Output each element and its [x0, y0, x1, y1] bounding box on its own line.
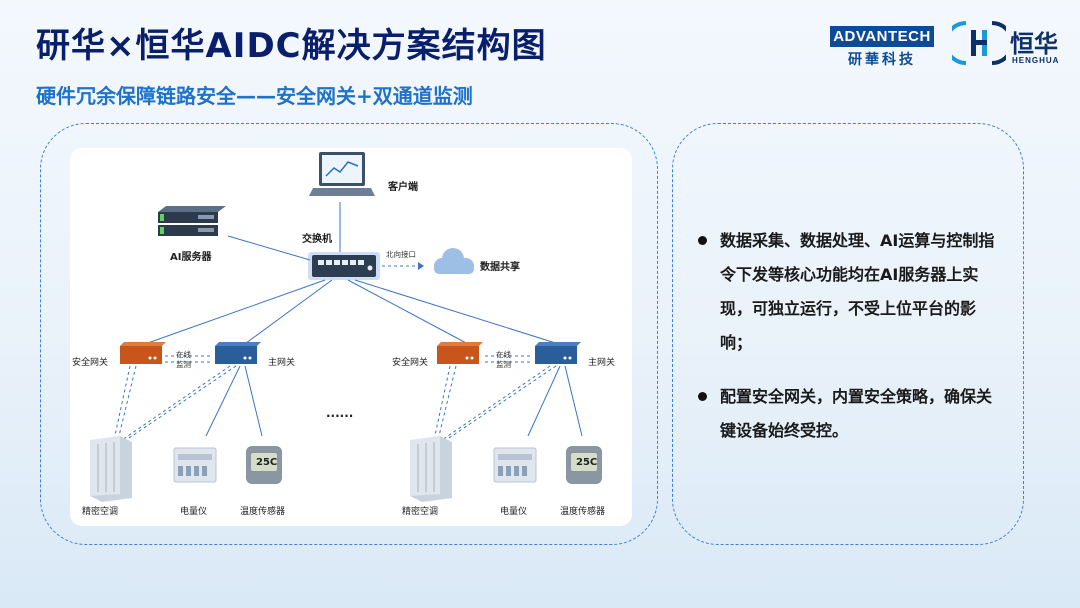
device-ac-2-label: 精密空调 [402, 507, 439, 517]
main-gateway-1-label: 主网关 [268, 358, 296, 368]
switch-label: 交换机 [302, 234, 332, 245]
cloud-icon [434, 248, 474, 274]
ellipsis-label: ...... [326, 406, 354, 420]
bullet-item: 配置安全网关，内置安全策略，确保关键设备始终受控。 [698, 380, 998, 448]
data-share-label: 数据共享 [480, 262, 520, 273]
device-meter-1-label: 电量仪 [180, 507, 208, 517]
device-ac-1-label: 精密空调 [82, 507, 119, 517]
henghua-logo: 恒华 HENGHUA [944, 18, 1062, 68]
laptop-icon [309, 152, 375, 196]
online-monitor-2-label: 在线 监测 [496, 350, 511, 369]
online-monitor-1-label: 在线 监测 [176, 350, 191, 369]
sensor-1-reading: 25C [256, 457, 278, 468]
ai-server-label: AI服务器 [170, 252, 212, 263]
main-gateway-2-label: 主网关 [588, 358, 616, 368]
precision-ac-2-icon [410, 436, 452, 502]
main-gateway-2-icon [535, 342, 581, 364]
henghua-logo-cn: 恒华 [1010, 30, 1058, 58]
connection-lines [144, 202, 583, 437]
temperature-sensor-2-icon [566, 446, 602, 484]
network-diagram: 客户端 交换机 AI服务器 北向接口 数据共享 ...... 安全网关 主网关 … [70, 148, 632, 526]
bullet-list: 数据采集、数据处理、AI运算与控制指令下发等核心功能均在AI服务器上实现，可独立… [698, 224, 998, 468]
page-title: 研华×恒华AIDC解决方案结构图 [36, 26, 547, 66]
main-gateway-1-icon [215, 342, 261, 364]
power-meter-2-icon [493, 447, 537, 483]
security-gateway-2-icon [437, 342, 483, 364]
precision-ac-1-icon [90, 436, 132, 502]
diagram-frame [40, 123, 658, 545]
security-gateway-1-icon [120, 342, 166, 364]
bullet-dot-icon [698, 236, 707, 245]
bullets-frame [672, 123, 1024, 545]
switch-icon [308, 252, 380, 280]
power-meter-1-icon [173, 447, 217, 483]
advantech-logo-text: ADVANTECH [830, 26, 934, 47]
device-sensor-2-label: 温度传感器 [560, 507, 606, 517]
monitor-lines [113, 265, 557, 441]
northbound-label: 北向接口 [386, 250, 416, 259]
security-gateway-1-label: 安全网关 [72, 358, 109, 368]
bullet-text: 数据采集、数据处理、AI运算与控制指令下发等核心功能均在AI服务器上实现，可独立… [720, 231, 995, 352]
diagram-svg [90, 152, 602, 502]
device-sensor-1-label: 温度传感器 [240, 507, 286, 517]
device-meter-2-label: 电量仪 [500, 507, 528, 517]
temperature-sensor-1-icon [246, 446, 282, 484]
henghua-logo-icon [944, 21, 1014, 65]
client-label: 客户端 [388, 182, 418, 193]
sensor-2-reading: 25C [576, 457, 598, 468]
page-subtitle: 硬件冗余保障链路安全——安全网关+双通道监测 [36, 84, 473, 108]
bullet-text: 配置安全网关，内置安全策略，确保关键设备始终受控。 [720, 387, 993, 440]
security-gateway-2-label: 安全网关 [392, 358, 429, 368]
bullet-dot-icon [698, 392, 707, 401]
advantech-logo: ADVANTECH 研華科技 [830, 26, 934, 69]
ai-server-icon [158, 206, 226, 236]
advantech-logo-cn: 研華科技 [848, 52, 916, 68]
henghua-logo-en: HENGHUA [1012, 56, 1060, 65]
bullet-item: 数据采集、数据处理、AI运算与控制指令下发等核心功能均在AI服务器上实现，可独立… [698, 224, 998, 360]
